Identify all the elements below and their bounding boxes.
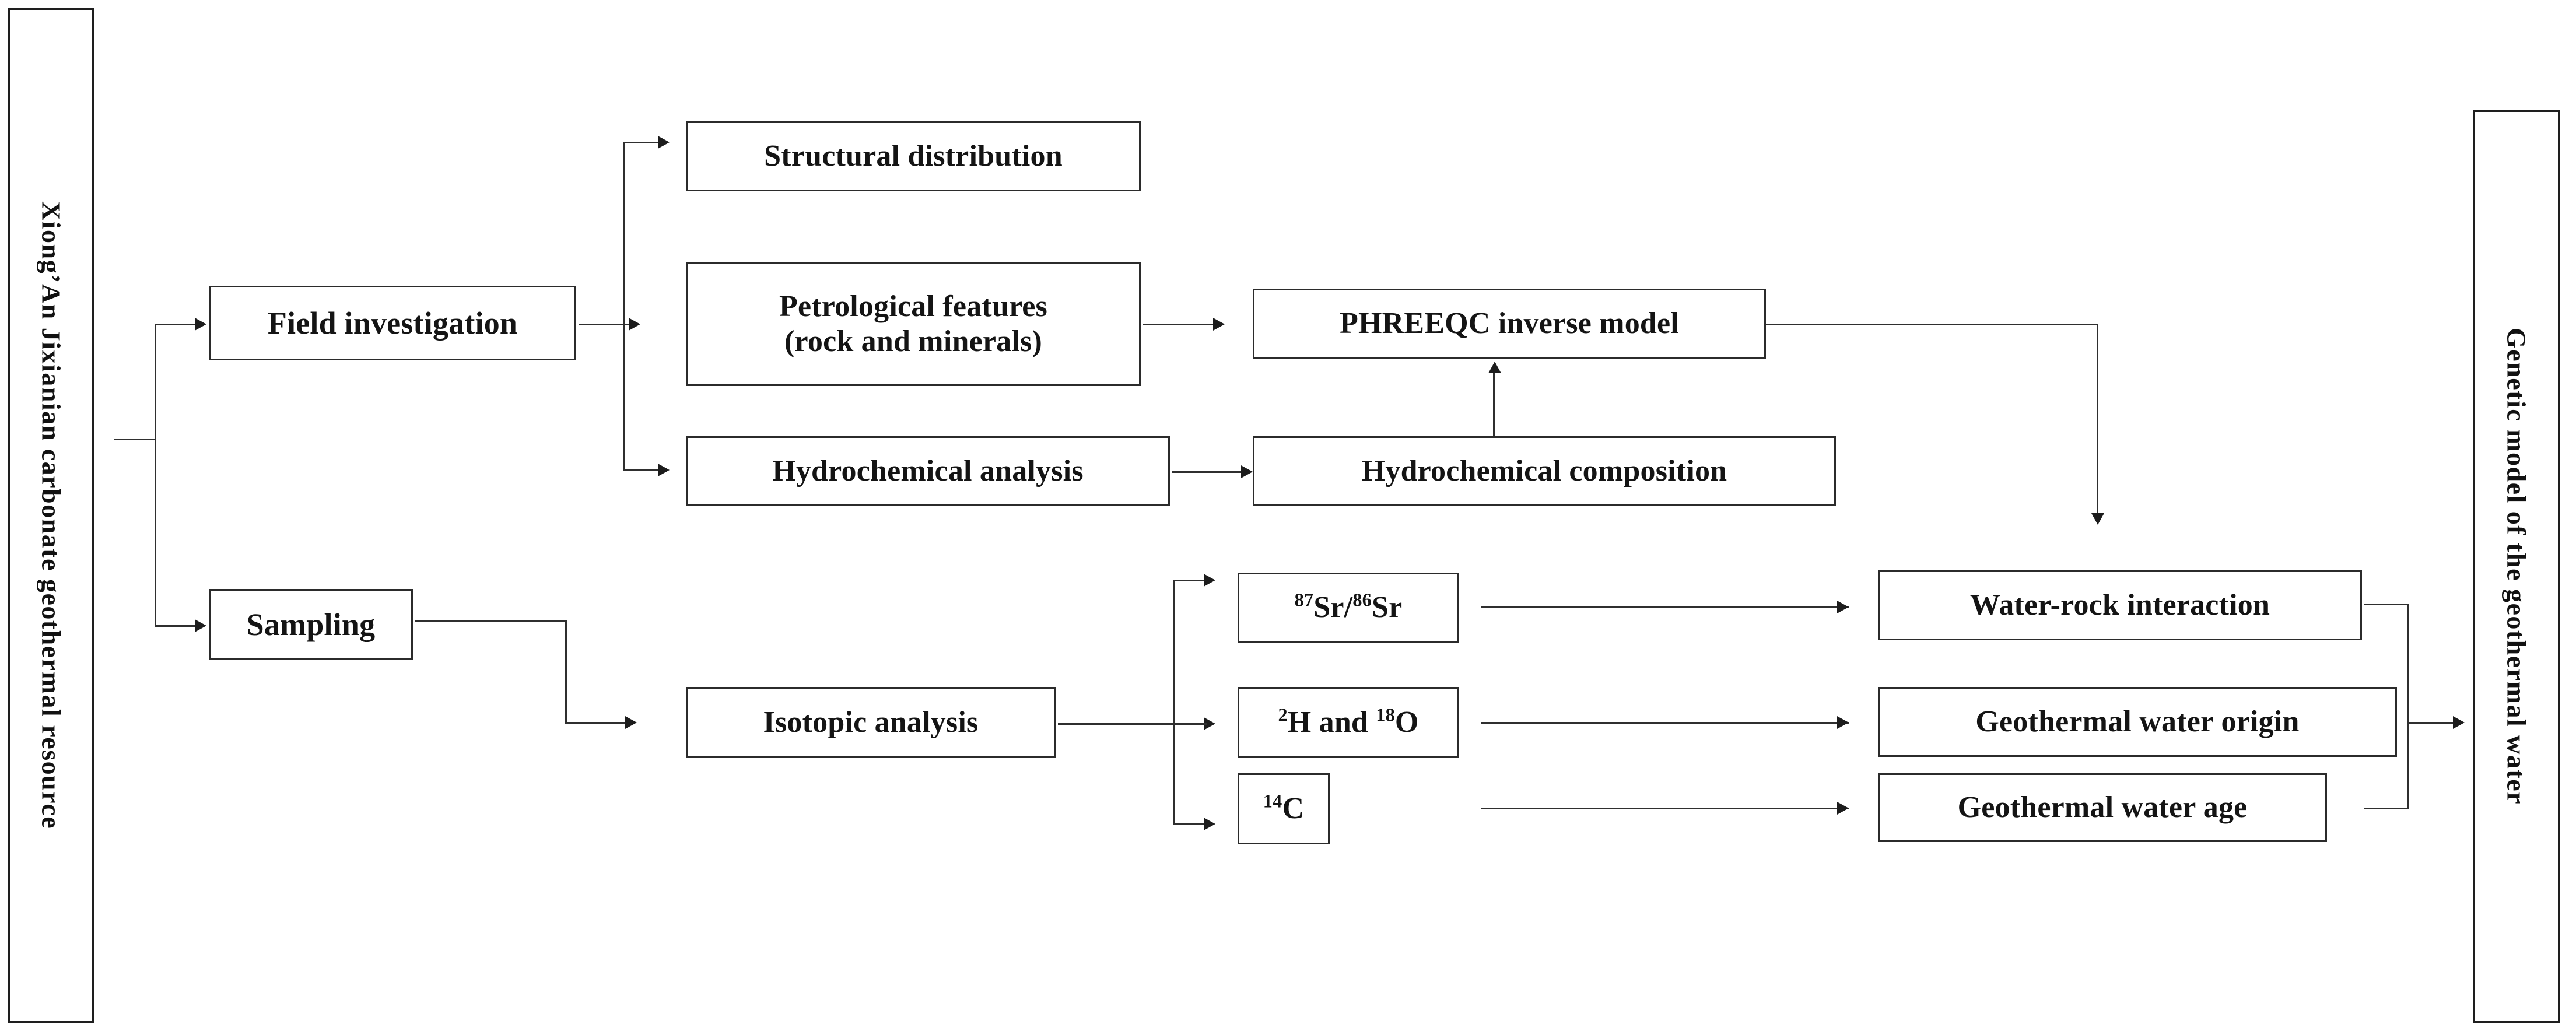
edge-root-to-field-line bbox=[155, 324, 197, 325]
node-water-rock-interaction-label: Water-rock interaction bbox=[1969, 588, 2270, 622]
edge-isotopic-to-sr-line bbox=[1173, 580, 1207, 581]
c-isotope-superscript-14: 14 bbox=[1263, 790, 1282, 812]
edge-field-out-arrow bbox=[629, 318, 640, 331]
edge-ho-to-origin-line bbox=[1481, 722, 1849, 724]
node-hydrochemical-composition[interactable]: Hydrochemical composition bbox=[1253, 436, 1836, 506]
node-structural-distribution[interactable]: Structural distribution bbox=[686, 121, 1141, 191]
edge-sr-to-waterrock-line bbox=[1481, 606, 1849, 608]
sr-isotope-superscript-87: 87 bbox=[1294, 589, 1314, 611]
edge-c-to-age-arrow bbox=[1837, 802, 1849, 815]
node-water-rock-interaction[interactable]: Water-rock interaction bbox=[1878, 570, 2362, 640]
edge-phreeqc-to-waterrock-arrow bbox=[2091, 513, 2104, 525]
edge-age-merge-stub bbox=[2364, 808, 2409, 809]
edge-ho-to-origin-arrow bbox=[1837, 716, 1849, 729]
node-petrological-features-line2: (rock and minerals) bbox=[784, 325, 1042, 358]
node-geothermal-water-origin[interactable]: Geothermal water origin bbox=[1878, 687, 2397, 757]
node-geothermal-water-age-label: Geothermal water age bbox=[1957, 791, 2248, 825]
edge-comp-to-phreeqc-line bbox=[1493, 373, 1495, 436]
node-sr-isotope[interactable]: 87Sr/86Sr bbox=[1238, 573, 1459, 643]
node-h-o-isotope-label: 2H and 18O bbox=[1270, 705, 1427, 740]
edge-phreeqc-to-waterrock-v bbox=[2097, 324, 2098, 516]
edge-field-to-structural-arrow bbox=[658, 136, 670, 149]
node-c-isotope-label: 14C bbox=[1255, 791, 1312, 826]
edge-field-to-structural-line bbox=[623, 142, 660, 143]
c-isotope-end: C bbox=[1282, 792, 1305, 826]
edge-sampling-to-isotopic-h1 bbox=[415, 620, 567, 622]
edge-root-to-sampling-arrow bbox=[195, 619, 206, 632]
edge-root-rail bbox=[155, 324, 156, 627]
edge-waterrock-merge-stub bbox=[2364, 604, 2409, 605]
node-isotopic-analysis[interactable]: Isotopic analysis bbox=[686, 687, 1056, 758]
h-o-isotope-end: O bbox=[1394, 706, 1419, 739]
node-hydrochemical-analysis-label: Hydrochemical analysis bbox=[772, 454, 1084, 488]
edge-sampling-to-isotopic-arrow bbox=[625, 716, 637, 729]
edge-merge-to-genetic-line bbox=[2407, 722, 2455, 724]
o-isotope-superscript-18: 18 bbox=[1376, 704, 1395, 725]
edge-root-to-field-arrow bbox=[195, 318, 206, 331]
node-phreeqc-inverse-model[interactable]: PHREEQC inverse model bbox=[1253, 289, 1766, 359]
node-field-investigation-label: Field investigation bbox=[267, 305, 518, 341]
node-geothermal-water-origin-label: Geothermal water origin bbox=[1975, 705, 2300, 739]
edge-isotopic-out-line bbox=[1058, 723, 1175, 725]
edge-root-to-sampling-line bbox=[155, 625, 197, 627]
edge-isotopic-to-c-arrow bbox=[1204, 818, 1215, 830]
node-structural-distribution-label: Structural distribution bbox=[764, 139, 1063, 173]
edge-field-to-hydrochem-arrow bbox=[658, 464, 670, 476]
h-o-isotope-mid: H and bbox=[1287, 706, 1376, 739]
left-title-box: Xiong’An Jixianian carbonate geothermal … bbox=[8, 8, 94, 1023]
node-geothermal-water-age[interactable]: Geothermal water age bbox=[1878, 773, 2327, 842]
edge-petro-to-phreeqc-arrow bbox=[1213, 318, 1225, 331]
sr-isotope-mid: Sr/ bbox=[1313, 591, 1353, 625]
edge-isotopic-to-ho-line bbox=[1173, 723, 1207, 725]
node-sampling-label: Sampling bbox=[246, 606, 376, 642]
node-phreeqc-inverse-model-label: PHREEQC inverse model bbox=[1340, 307, 1679, 341]
edge-sr-to-waterrock-arrow bbox=[1837, 601, 1849, 613]
node-isotopic-analysis-label: Isotopic analysis bbox=[763, 706, 979, 739]
edge-hydro-to-comp-line bbox=[1172, 471, 1247, 473]
node-field-investigation[interactable]: Field investigation bbox=[209, 286, 576, 360]
edge-hydro-to-comp-arrow bbox=[1241, 465, 1253, 478]
edge-field-fan-rail bbox=[623, 142, 625, 471]
node-sr-isotope-label: 87Sr/86Sr bbox=[1287, 590, 1411, 625]
right-title-box: Genetic model of the geothermal water bbox=[2473, 110, 2560, 1023]
edge-isotopic-to-ho-arrow bbox=[1204, 717, 1215, 730]
edge-c-to-age-line bbox=[1481, 808, 1849, 809]
node-hydrochemical-composition-label: Hydrochemical composition bbox=[1361, 454, 1727, 488]
node-petrological-features[interactable]: Petrological features (rock and minerals… bbox=[686, 262, 1141, 386]
left-title-text: Xiong’An Jixianian carbonate geothermal … bbox=[36, 201, 66, 830]
h-isotope-superscript-2: 2 bbox=[1278, 704, 1288, 725]
node-petrological-features-line1: Petrological features bbox=[779, 290, 1047, 324]
node-h-o-isotope[interactable]: 2H and 18O bbox=[1238, 687, 1459, 758]
sr-isotope-end: Sr bbox=[1371, 591, 1403, 625]
edge-comp-to-phreeqc-arrow bbox=[1488, 362, 1501, 373]
edge-isotopic-fan-rail bbox=[1173, 580, 1175, 825]
right-title-text: Genetic model of the geothermal water bbox=[2501, 327, 2532, 805]
edge-phreeqc-to-waterrock-h bbox=[1766, 324, 2098, 325]
node-sampling[interactable]: Sampling bbox=[209, 589, 413, 660]
edge-sampling-to-isotopic-h2 bbox=[565, 722, 630, 724]
edge-field-out-line bbox=[579, 324, 635, 325]
edge-isotopic-to-sr-arrow bbox=[1204, 574, 1215, 587]
node-hydrochemical-analysis[interactable]: Hydrochemical analysis bbox=[686, 436, 1170, 506]
edge-merge-to-genetic-arrow bbox=[2453, 716, 2465, 729]
edge-results-merge-rail bbox=[2407, 604, 2409, 809]
edge-sampling-to-isotopic-v bbox=[565, 620, 567, 723]
node-c-isotope[interactable]: 14C bbox=[1238, 773, 1330, 844]
edge-field-to-hydrochem-line bbox=[623, 469, 660, 471]
edge-root-stub bbox=[114, 439, 156, 440]
edge-petro-to-phreeqc-line bbox=[1143, 324, 1219, 325]
edge-isotopic-to-c-line bbox=[1173, 823, 1207, 825]
sr-isotope-superscript-86: 86 bbox=[1352, 589, 1372, 611]
